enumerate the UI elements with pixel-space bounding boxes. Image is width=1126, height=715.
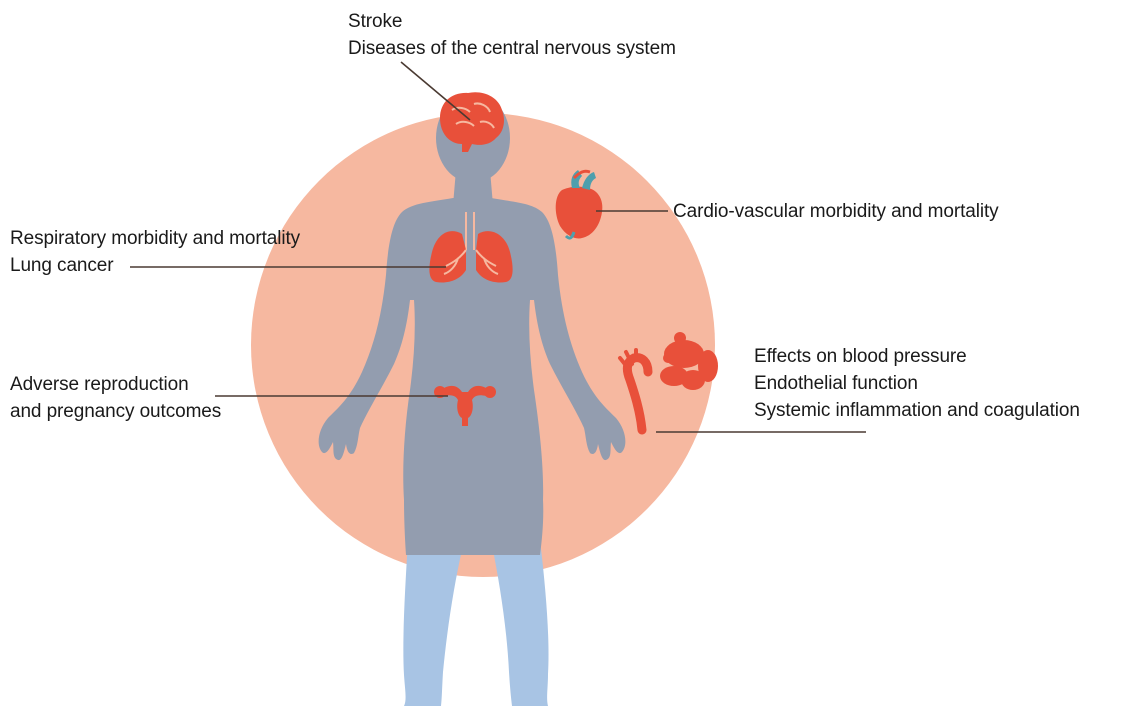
circulation-effects-label: Effects on blood pressure Endothelial fu… bbox=[754, 343, 1080, 424]
brain-effects-label: Stroke Diseases of the central nervous s… bbox=[348, 8, 676, 62]
pregnancy-outcomes-text: and pregnancy outcomes bbox=[10, 398, 221, 425]
cardiovascular-text: Cardio-vascular morbidity and mortality bbox=[673, 198, 999, 225]
adverse-reproduction-text: Adverse reproduction bbox=[10, 371, 221, 398]
blood-pressure-text: Effects on blood pressure bbox=[754, 343, 1080, 370]
reproduction-effects-label: Adverse reproduction and pregnancy outco… bbox=[10, 371, 221, 425]
stroke-text: Stroke bbox=[348, 8, 676, 35]
cns-diseases-text: Diseases of the central nervous system bbox=[348, 35, 676, 62]
respiratory-text: Respiratory morbidity and mortality bbox=[10, 225, 300, 252]
endothelial-text: Endothelial function bbox=[754, 370, 1080, 397]
lung-effects-label: Respiratory morbidity and mortality Lung… bbox=[10, 225, 300, 279]
heart-effects-label: Cardio-vascular morbidity and mortality bbox=[673, 198, 999, 225]
inflammation-text: Systemic inflammation and coagulation bbox=[754, 397, 1080, 424]
lung-cancer-text: Lung cancer bbox=[10, 252, 300, 279]
brain-leader-line bbox=[401, 62, 470, 120]
